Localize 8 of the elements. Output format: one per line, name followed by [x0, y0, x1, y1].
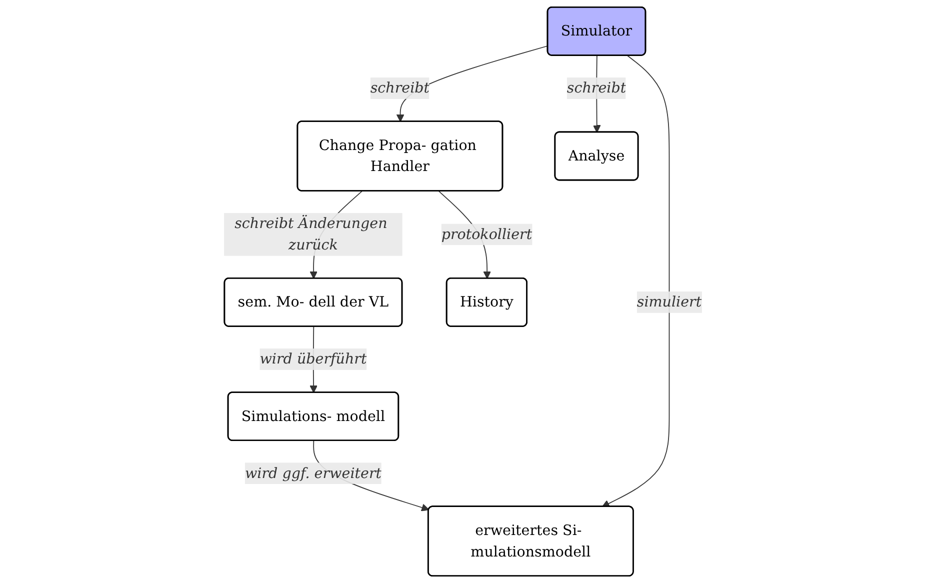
edge-label: schreibt: [370, 79, 430, 96]
arrow: [602, 55, 670, 508]
edge-label: wird überführt: [260, 350, 367, 368]
edge-label: schreibt: [567, 79, 626, 96]
edge-label: wird ggf. erweitert: [245, 464, 382, 482]
edge-label: protokolliert: [441, 226, 532, 242]
edge-label: schreibt Änderungen zurück: [234, 214, 388, 254]
edge-label: simuliert: [637, 293, 702, 310]
